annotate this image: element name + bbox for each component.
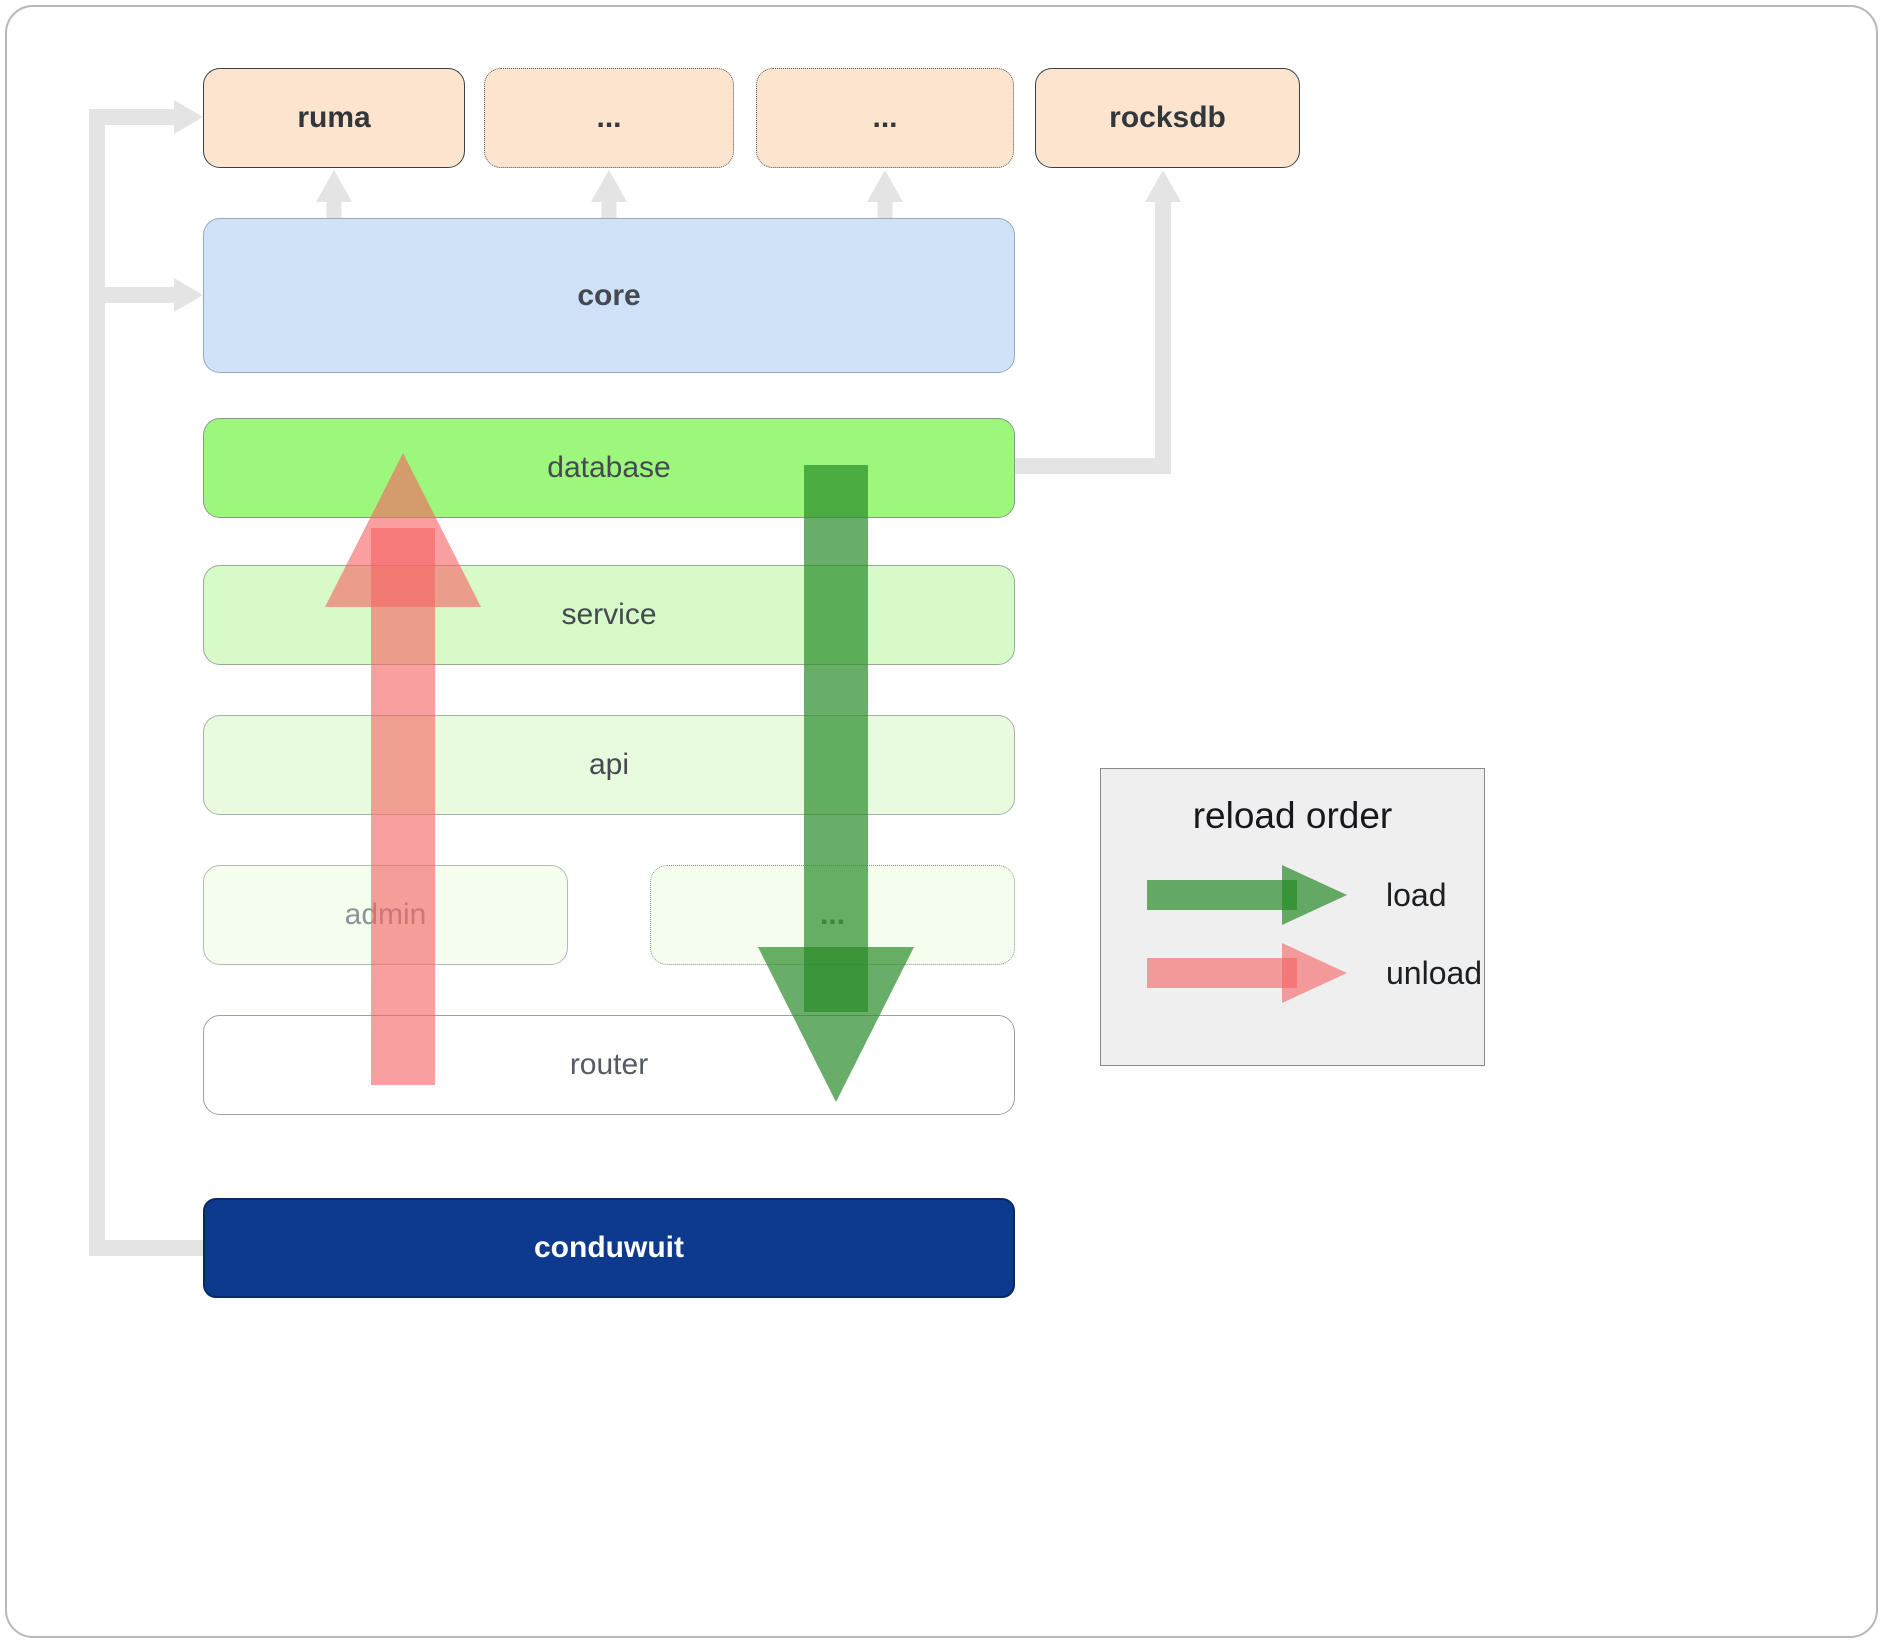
legend-label-unload: unload bbox=[1386, 954, 1483, 991]
node-ellipsis-3: ... bbox=[650, 865, 1015, 965]
legend-label-load: load bbox=[1386, 876, 1447, 913]
legend-item-unload: unload bbox=[1119, 941, 1482, 1005]
legend-reload-order: reload order load unload bbox=[1100, 768, 1485, 1066]
node-router: router bbox=[203, 1015, 1015, 1115]
node-database: database bbox=[203, 418, 1015, 518]
node-ellipsis-2: ... bbox=[756, 68, 1014, 168]
node-ruma: ruma bbox=[203, 68, 465, 168]
node-service: service bbox=[203, 565, 1015, 665]
node-rocksdb: rocksdb bbox=[1035, 68, 1300, 168]
node-conduwuit: conduwuit bbox=[203, 1198, 1015, 1298]
load-arrow-icon bbox=[1147, 865, 1347, 925]
legend-item-load: load bbox=[1119, 863, 1466, 927]
node-admin: admin bbox=[203, 865, 568, 965]
node-api: api bbox=[203, 715, 1015, 815]
outer-frame bbox=[5, 5, 1878, 1638]
node-core: core bbox=[203, 218, 1015, 373]
legend-title: reload order bbox=[1192, 795, 1393, 836]
node-ellipsis-1: ... bbox=[484, 68, 734, 168]
unload-arrow-icon bbox=[1147, 943, 1347, 1003]
